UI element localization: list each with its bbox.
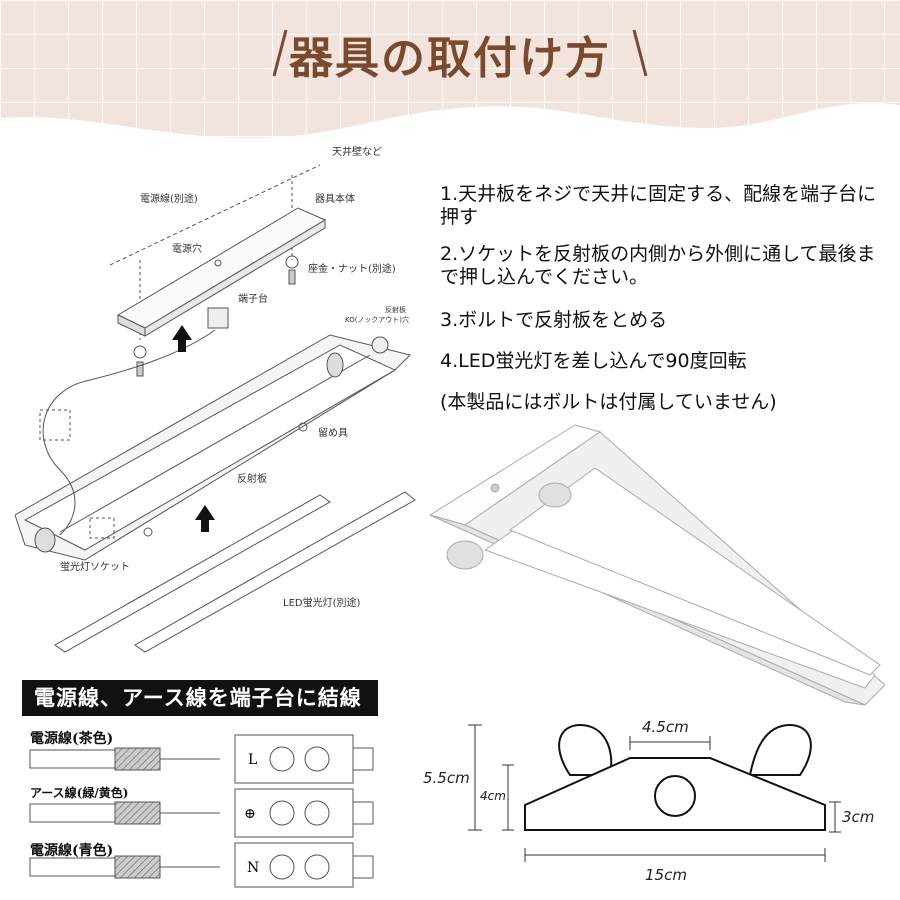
terminal-earth: ⊕: [244, 806, 256, 822]
label-ceiling: 天井壁など: [332, 145, 382, 158]
label-terminal: 端子台: [238, 292, 268, 305]
label-power-hole: 電源穴: [172, 242, 202, 255]
step-3: 3.ボルトで反射板をとめる: [440, 309, 668, 331]
title-left-slash: [272, 29, 288, 77]
step-4: 4.LED蛍光灯を差し込んで90度回転: [440, 350, 747, 372]
page-title: 器具の取付け方: [289, 33, 611, 84]
label-power-cable: 電源線(別途): [140, 192, 198, 205]
header-background: [0, 0, 900, 139]
step-note: (本製品にはボルトは付属していません): [440, 391, 777, 413]
terminal-n: N: [247, 860, 259, 876]
label-reflector-ko-1: 反射板: [385, 305, 406, 314]
title-right-slash: [632, 29, 648, 77]
dim-side: 3cm: [842, 808, 874, 826]
wiring-title: 電源線、アース線を端子台に結線: [22, 680, 378, 716]
dim-top: 4.5cm: [642, 718, 689, 736]
wire-label-neutral: 電源線(青色): [30, 843, 114, 859]
label-body: 器具本体: [315, 192, 355, 205]
exploded-diagram: 天井壁など 電源線(別途) 器具本体 電源穴 座金・ナット(別途) 端子台 反射…: [14, 145, 416, 653]
label-clip: 留め具: [318, 426, 348, 439]
dim-total-height: 5.5cm: [423, 769, 470, 787]
dim-width: 15cm: [645, 866, 687, 884]
label-washer-nut: 座金・ナット(別途): [308, 262, 396, 275]
step-2: 2.ソケットを反射板の内側から外側に通して最後まで押し込んでください。: [440, 243, 876, 288]
dimension-diagram: 4.5cm 5.5cm 4cm 3cm 15cm: [423, 718, 874, 884]
fixture-product-image: [428, 424, 885, 706]
step-1: 1.天井板をネジで天井に固定する、配線を端子台に押す: [440, 183, 877, 228]
label-led-tube: LED蛍光灯(別途): [283, 596, 360, 609]
dim-inner-height: 4cm: [480, 789, 506, 803]
wire-label-earth: アース線(緑/黄色): [30, 786, 129, 800]
wiring-diagram: L ⊕ N: [29, 734, 374, 888]
label-reflector-ko-2: KO(ノックアウト)穴: [345, 315, 409, 324]
label-socket: 蛍光灯ソケット: [60, 560, 130, 573]
terminal-l: L: [248, 752, 257, 768]
label-reflector: 反射板: [237, 472, 267, 485]
wire-label-live: 電源線(茶色): [30, 731, 114, 747]
